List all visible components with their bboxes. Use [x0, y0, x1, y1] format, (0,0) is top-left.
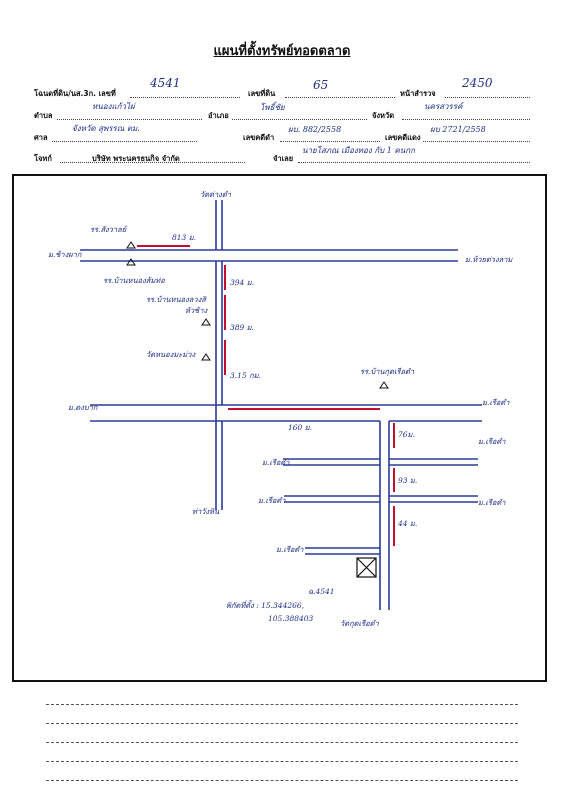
school-mid-label: รร.บ้านหนองลวงสิ	[146, 295, 207, 304]
village-mid-3-label: ม.เรือดำ	[276, 545, 304, 554]
court-line	[52, 141, 197, 142]
village-right-top-label: ม.ห้วยด่วงลาม	[465, 255, 513, 264]
dist-1-label: 813 ม.	[172, 233, 196, 242]
dist-2-label: 394 ม.	[230, 278, 254, 287]
plot-no-label: ฉ.4541	[308, 587, 335, 596]
school-sa-label: รร.สังวาลย์	[90, 225, 128, 234]
district-value: โพธิ์ชัย	[260, 103, 285, 112]
plaintiff-line	[60, 162, 245, 163]
footer-line-2	[46, 723, 518, 724]
plot-marker-icon	[356, 557, 377, 578]
village-mid-2-label: ม.เรือดำ	[258, 496, 286, 505]
temple-top-label: วัดด่างดำ	[200, 190, 232, 199]
deed-label: โฉนดที่ดิน/นส.3ก. เลขที่	[34, 89, 116, 98]
dist-7-label: 44 ม.	[397, 519, 417, 528]
footer-line-5	[46, 780, 518, 781]
survey-page-line	[445, 97, 530, 98]
plaintiff-label: โจทก์	[34, 154, 52, 163]
case-black-line	[280, 141, 380, 142]
school-mid-triangle-icon	[201, 318, 211, 326]
temple-bottom-label: วัดกุดเรือดำ	[340, 619, 379, 628]
school-mid-2-label: หัวช้าง	[185, 306, 208, 315]
case-black-label: เลขคดีดำ	[243, 133, 275, 142]
defendant-value: นายโสภณ เมืองทอง กับ 1 คนกก	[302, 146, 415, 155]
deed-value: 4541	[150, 76, 181, 90]
province-value: นครสวรรค์	[424, 102, 463, 111]
case-black-value: ผบ. 882/2558	[288, 125, 342, 134]
plaintiff-value: บริษัท พระนครธนกิจ จำกัด	[92, 154, 180, 163]
subdistrict-line	[57, 119, 202, 120]
temple-left-triangle-icon	[201, 353, 211, 361]
court-value: จังหวัด สุพรรณ ตม.	[72, 124, 140, 133]
land-no-value: 65	[313, 78, 329, 92]
coord-label: พิกัดที่ตั้ง : 15.344266,	[226, 600, 304, 610]
village-right-3-label: ม.เรือดำ	[478, 498, 506, 507]
dist-4-label: 160 ม.	[288, 423, 312, 432]
province-line	[402, 119, 530, 120]
dist-5-label: 76ม.	[398, 430, 415, 439]
temple-triangle-icon	[126, 241, 136, 249]
dist-6-label: 93 ม.	[398, 476, 417, 485]
footer-line-3	[46, 742, 518, 743]
village-left-top-label: ม.ช้างผาก	[48, 250, 82, 259]
village-bottom-left-label: ท่าวังหิน	[192, 507, 220, 516]
route-marks	[137, 245, 395, 546]
subdistrict-value: หนองแก้วไผ่	[92, 102, 135, 111]
deed-line	[130, 97, 240, 98]
defendant-line	[298, 162, 530, 163]
dist-3-label: 389 ม.	[230, 323, 254, 332]
school-right-label: รร.บ้านกุดเรือดำ	[360, 367, 415, 376]
survey-page-value: 2450	[462, 76, 493, 90]
case-red-value: ผบ 2721/2558	[430, 125, 486, 134]
school-right-triangle-icon	[379, 381, 389, 389]
footer-line-1	[46, 704, 518, 705]
court-label: ศาล	[34, 133, 48, 142]
case-red-label: เลขคดีแดง	[385, 133, 421, 142]
land-no-label: เลขที่ดิน	[248, 89, 276, 98]
case-red-line	[423, 141, 530, 142]
village-mid-1-label: ม.เรือดำ	[262, 458, 290, 467]
coord-value: 105.388403	[268, 614, 314, 623]
land-no-line	[285, 97, 395, 98]
village-right-1-label: ม.เรือดำ	[482, 398, 510, 407]
map-frame	[12, 174, 547, 682]
footer-line-4	[46, 761, 518, 762]
village-left-mid-label: ม.ดงบาก	[68, 403, 98, 412]
district-line	[232, 119, 367, 120]
defendant-label: จำเลย	[273, 154, 294, 163]
school-triangle-icon	[126, 258, 136, 266]
dist-km-label: 3.15 กม.	[230, 371, 261, 380]
village-right-2-label: ม.เรือดำ	[478, 437, 506, 446]
survey-page-label: หน้าสำรวจ	[400, 89, 436, 98]
road-network	[80, 200, 482, 610]
subdistrict-label: ตำบล	[34, 111, 53, 120]
document-title: แผนที่ตั้งทรัพย์ทอดตลาด	[213, 44, 351, 59]
district-label: อำเภอ	[208, 111, 229, 120]
temple-left-label: วัดหนองมะม่วง	[146, 350, 196, 359]
school-left-label: รร.บ้านหนองส้มท่อ	[103, 276, 165, 285]
province-label: จังหวัด	[372, 111, 395, 120]
